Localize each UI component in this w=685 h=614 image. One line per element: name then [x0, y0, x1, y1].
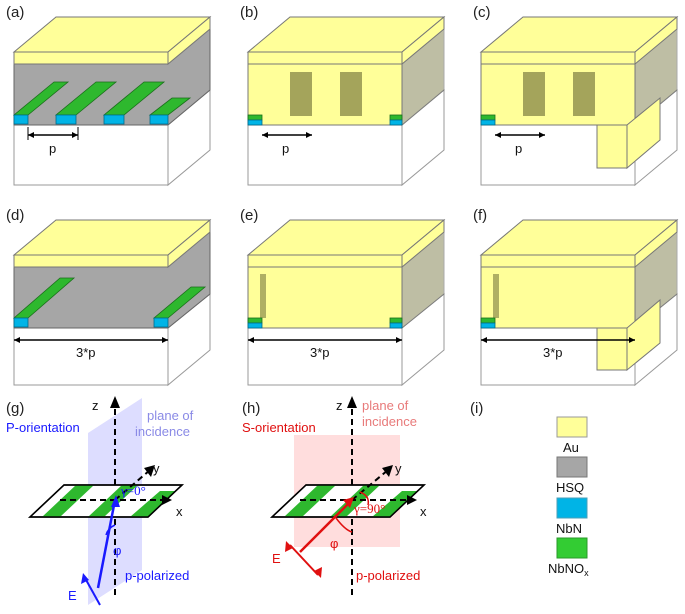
panel-i-label: (i) [470, 400, 483, 417]
plane-of-label-g: plane of [147, 408, 194, 423]
legend-swatch-hsq [556, 456, 588, 478]
gamma-label-g: γ=0° [120, 483, 146, 498]
x-axis-label-g: x [176, 504, 183, 519]
panel-b: (b) p [240, 4, 446, 187]
incidence-label-h: incidence [362, 414, 417, 429]
z-axis-label-h: z [336, 398, 343, 413]
panel-f: (f) 3*p [473, 207, 679, 387]
panel-c-label: (c) [473, 4, 491, 21]
e-field-label-g: E [68, 588, 77, 603]
panel-g: (g) P-orientation plane of incidence z y… [6, 396, 194, 606]
panel-c: (c) p [473, 4, 679, 187]
panel-d-label: (d) [6, 207, 24, 224]
phi-label-h: φ [330, 536, 338, 551]
e-field-label-h: E [272, 551, 281, 566]
panel-h-label: (h) [242, 400, 260, 417]
panel-a-period-label: p [49, 141, 56, 156]
legend-label-nbn: NbN [556, 521, 582, 536]
panel-e-period-label: 3*p [310, 345, 330, 360]
panel-i-legend: (i) Au HSQ NbN NbNOx [470, 400, 589, 578]
z-axis-label-g: z [92, 398, 99, 413]
panel-c-period-label: p [515, 141, 522, 156]
panel-d: (d) 3*p [6, 207, 212, 387]
p-polarized-label-g: p-polarized [125, 568, 189, 583]
panel-g-label: (g) [6, 400, 24, 417]
panel-f-period-label: 3*p [543, 345, 563, 360]
legend-swatch-nbnox [556, 537, 588, 559]
legend-label-nbnox: NbNOx [548, 561, 589, 578]
panel-a-label: (a) [6, 4, 24, 21]
panel-e: (e) 3*p [240, 207, 446, 387]
panel-f-label: (f) [473, 207, 487, 224]
panel-h: (h) S-orientation plane of incidence z y… [242, 396, 427, 595]
p-polarized-label-h: p-polarized [356, 568, 420, 583]
legend-swatch-au [556, 416, 588, 438]
x-axis-label-h: x [420, 504, 427, 519]
legend-label-hsq: HSQ [556, 480, 584, 495]
panel-b-label: (b) [240, 4, 258, 21]
panel-a: (a) p [6, 4, 212, 187]
panel-b-period-label: p [282, 141, 289, 156]
legend-label-au: Au [563, 440, 579, 455]
gamma-label-h: γ=90° [353, 501, 385, 516]
plane-of-label-h: plane of [362, 398, 409, 413]
s-orientation-label: S-orientation [242, 420, 316, 435]
incidence-label-g: incidence [135, 424, 190, 439]
y-axis-label-h: y [395, 461, 402, 476]
phi-label-g: φ [113, 543, 121, 558]
legend-swatch-nbn [556, 497, 588, 519]
panel-d-period-label: 3*p [76, 345, 96, 360]
panel-e-label: (e) [240, 207, 258, 224]
p-orientation-label: P-orientation [6, 420, 80, 435]
y-axis-label-g: y [153, 461, 160, 476]
